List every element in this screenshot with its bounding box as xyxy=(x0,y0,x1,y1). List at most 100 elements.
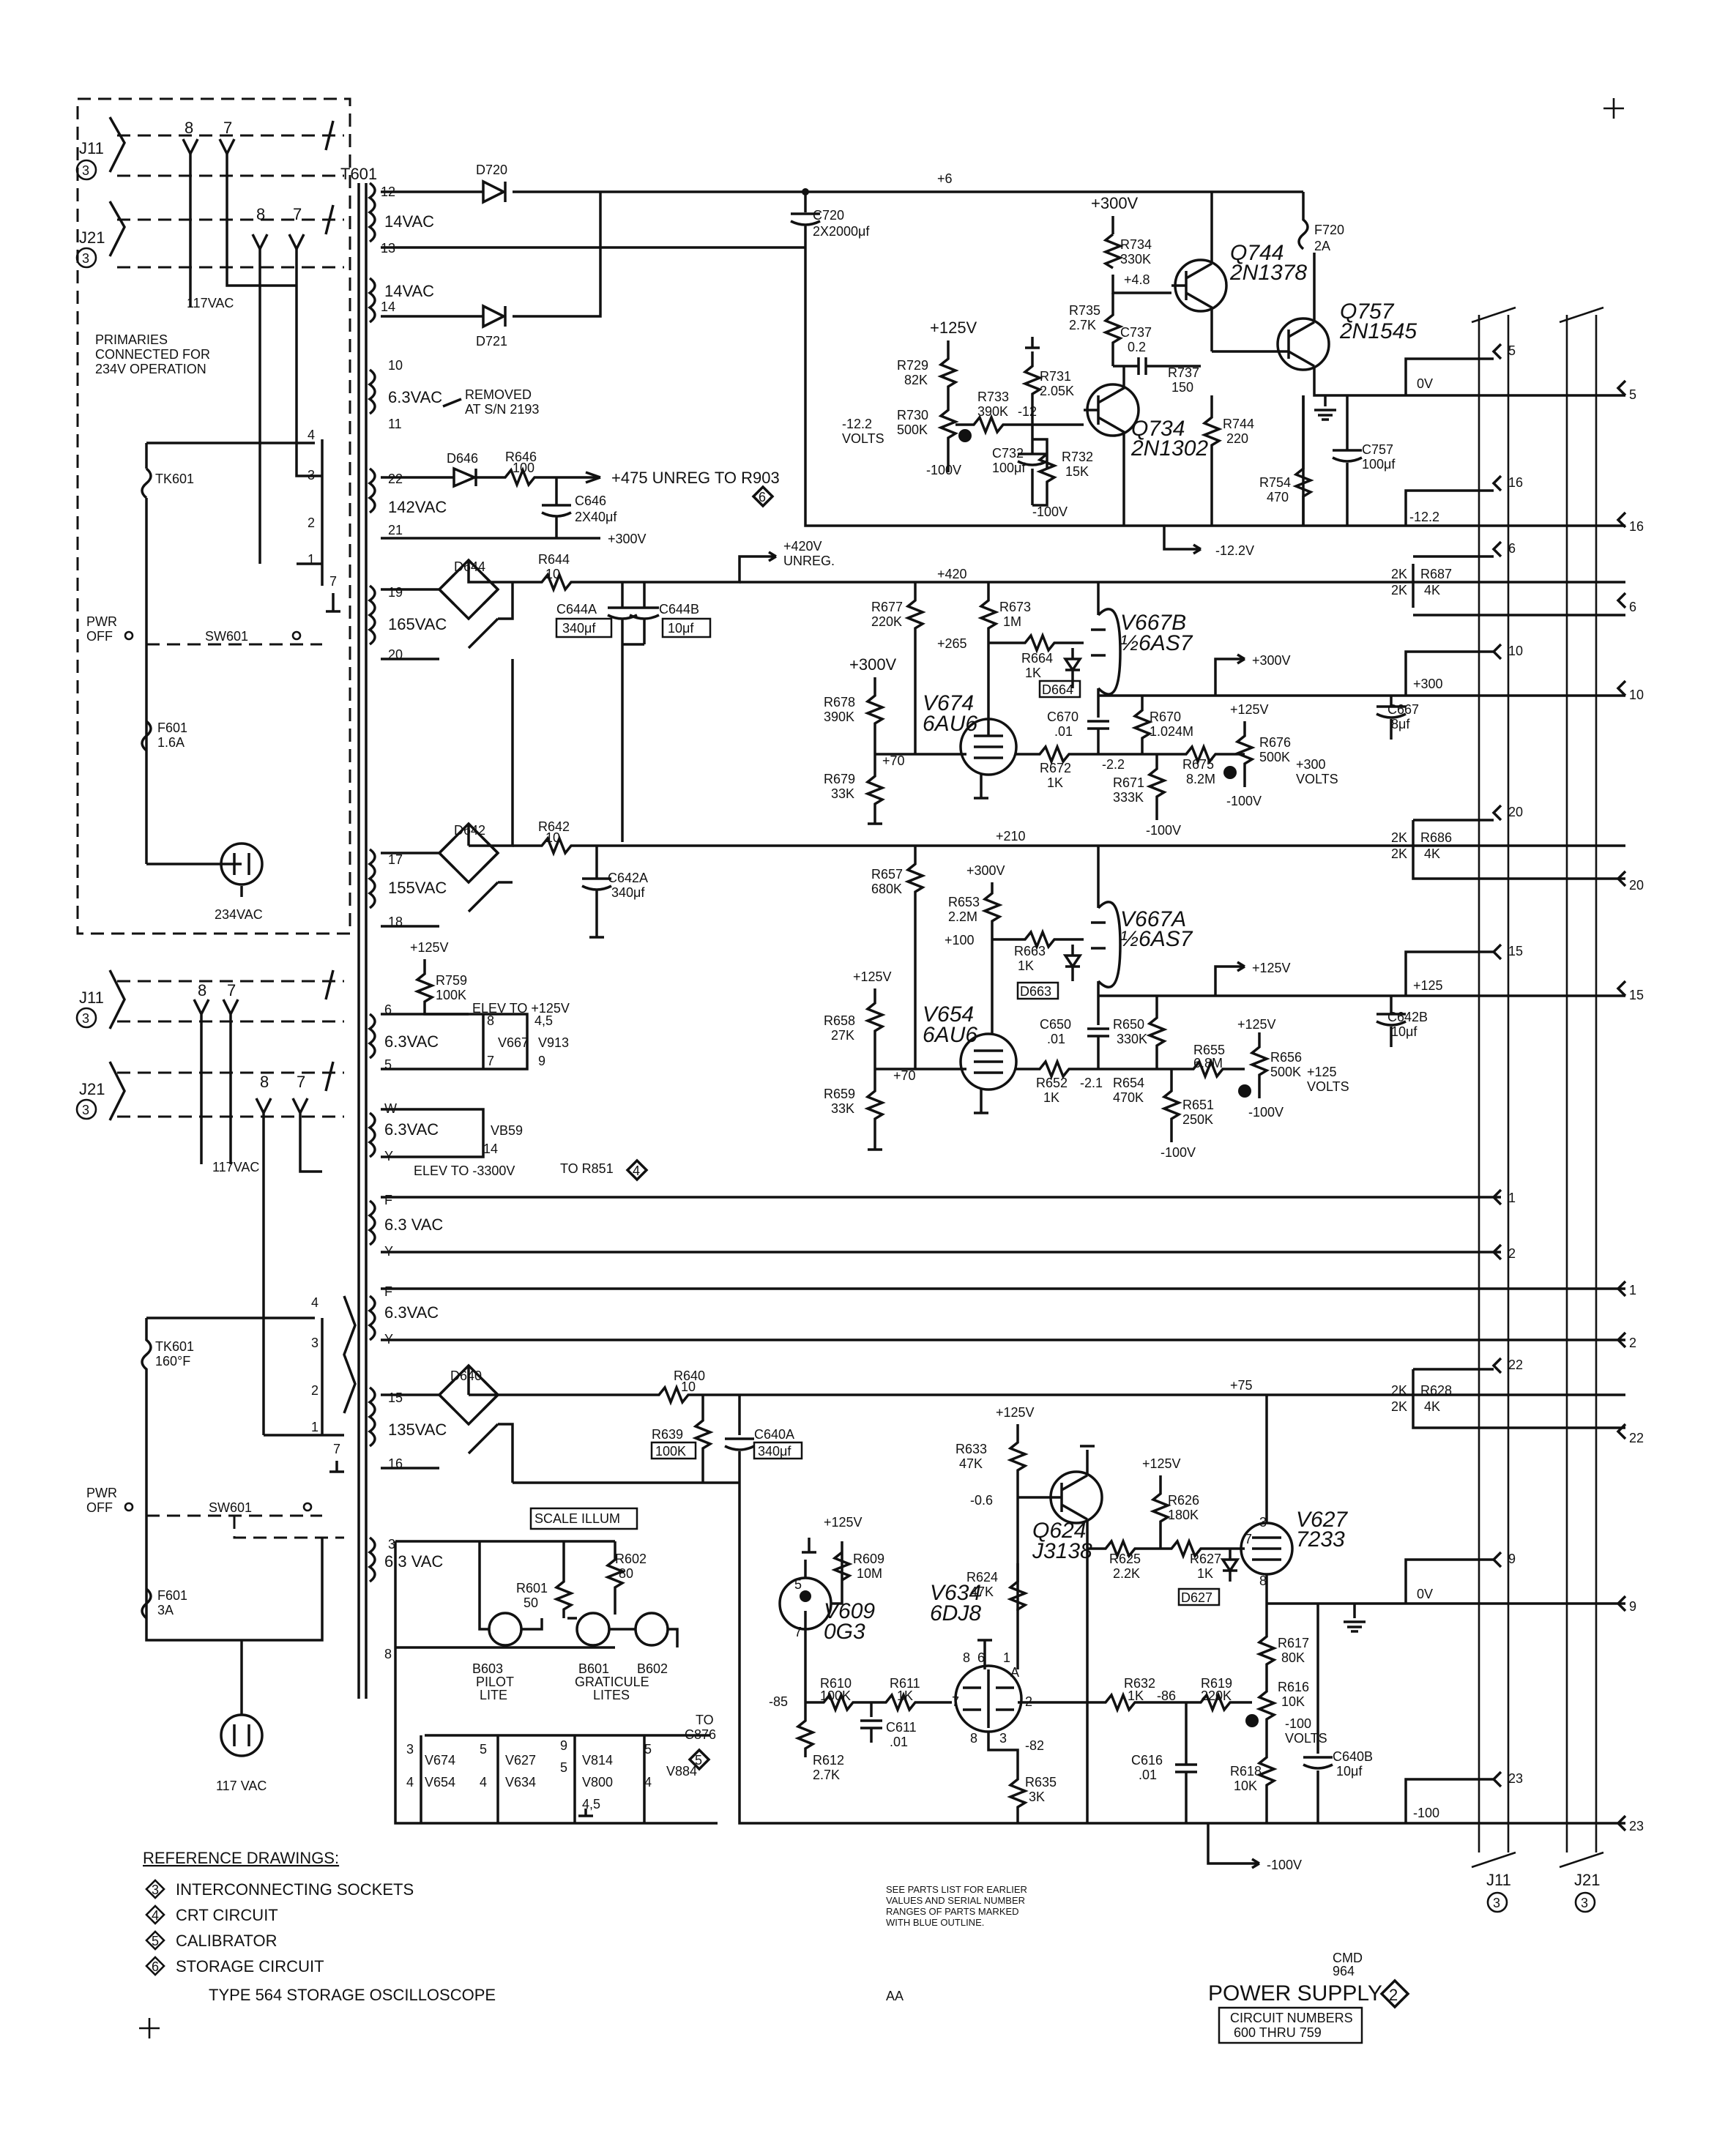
svg-text:0V: 0V xyxy=(1417,1587,1433,1601)
svg-text:150: 150 xyxy=(1171,380,1193,395)
plus420-supply: 19 165VAC 20 D644 R644 10 +420V UNREG. C… xyxy=(367,539,1625,847)
svg-text:5: 5 xyxy=(560,1760,567,1775)
svg-text:AA: AA xyxy=(886,1989,904,2003)
svg-text:TO R851: TO R851 xyxy=(560,1161,614,1176)
svg-text:142VAC: 142VAC xyxy=(388,498,447,516)
svg-text:-12.2: -12.2 xyxy=(1409,510,1439,524)
svg-text:.01: .01 xyxy=(890,1735,908,1749)
svg-text:-86: -86 xyxy=(1157,1688,1176,1703)
svg-text:33K: 33K xyxy=(831,786,854,801)
svg-text:5: 5 xyxy=(152,1934,159,1948)
svg-text:1K: 1K xyxy=(1197,1566,1213,1581)
svg-text:3: 3 xyxy=(82,251,89,266)
svg-text:R611: R611 xyxy=(890,1676,920,1691)
svg-text:B601: B601 xyxy=(578,1661,609,1676)
sheet-title: POWER SUPPLY xyxy=(1208,1981,1382,2006)
svg-text:AT S/N 2193: AT S/N 2193 xyxy=(465,402,539,417)
svg-text:-100V: -100V xyxy=(1032,504,1068,519)
svg-text:2N1545: 2N1545 xyxy=(1339,319,1417,343)
svg-text:4,5: 4,5 xyxy=(582,1797,600,1811)
svg-text:6: 6 xyxy=(1629,600,1636,614)
svg-text:+100: +100 xyxy=(945,933,975,947)
svg-text:5: 5 xyxy=(480,1742,487,1757)
parts-note: SEE PARTS LIST FOR EARLIER VALUES AND SE… xyxy=(886,1884,1027,1928)
q624-label: Q624 xyxy=(1032,1519,1086,1543)
svg-text:VOLTS: VOLTS xyxy=(1285,1731,1327,1746)
svg-text:LITES: LITES xyxy=(593,1688,630,1702)
svg-text:14: 14 xyxy=(483,1142,498,1156)
svg-text:R673: R673 xyxy=(999,600,1031,614)
svg-text:6.8M: 6.8M xyxy=(1193,1056,1223,1070)
svg-text:VB59: VB59 xyxy=(491,1123,523,1138)
svg-text:C737: C737 xyxy=(1120,325,1152,340)
svg-text:+75: +75 xyxy=(1230,1378,1253,1393)
svg-text:2.2M: 2.2M xyxy=(948,909,977,924)
svg-text:-100: -100 xyxy=(1285,1716,1311,1731)
svg-text:6: 6 xyxy=(384,1002,392,1017)
svg-text:R640: R640 xyxy=(674,1369,705,1383)
svg-text:6.3VAC: 6.3VAC xyxy=(384,1120,439,1139)
svg-text:R656: R656 xyxy=(1270,1050,1302,1065)
svg-text:TO: TO xyxy=(696,1713,714,1727)
svg-text:.01: .01 xyxy=(1047,1032,1065,1046)
svg-text:B603: B603 xyxy=(472,1661,503,1676)
svg-text:340μf: 340μf xyxy=(562,621,596,636)
svg-text:220K: 220K xyxy=(871,614,902,629)
svg-text:2.7K: 2.7K xyxy=(1069,318,1096,332)
svg-text:2: 2 xyxy=(1389,1986,1398,2004)
svg-text:V667: V667 xyxy=(498,1035,529,1050)
v667a-label: V667A xyxy=(1120,907,1186,931)
svg-text:165VAC: 165VAC xyxy=(388,615,447,633)
j21-label: J21 xyxy=(79,228,105,247)
d720-label: D720 xyxy=(476,163,507,177)
svg-text:3: 3 xyxy=(1581,1896,1588,1910)
svg-text:-12.2: -12.2 xyxy=(842,417,872,431)
svg-text:10μf: 10μf xyxy=(1391,1024,1418,1039)
svg-text:D640: D640 xyxy=(450,1369,482,1383)
svg-text:10: 10 xyxy=(545,830,560,845)
lamp-and-heater-section: 3 6.3 VAC 8 SCALE ILLUM R602 80 R601 50 … xyxy=(367,1507,718,1825)
svg-text:7: 7 xyxy=(329,574,337,589)
svg-text:3: 3 xyxy=(999,1731,1007,1746)
svg-text:6DJ8: 6DJ8 xyxy=(930,1601,981,1626)
svg-text:PWR: PWR xyxy=(86,1486,117,1500)
svg-text:4: 4 xyxy=(308,428,315,442)
svg-text:5: 5 xyxy=(794,1577,802,1592)
svg-text:GRATICULE: GRATICULE xyxy=(575,1675,649,1689)
svg-text:50: 50 xyxy=(524,1595,538,1610)
svg-text:-2.2: -2.2 xyxy=(1102,757,1125,772)
svg-text:+125V: +125V xyxy=(1237,1017,1276,1032)
svg-text:10M: 10M xyxy=(857,1566,882,1581)
svg-text:10: 10 xyxy=(1629,688,1644,702)
svg-text:3: 3 xyxy=(388,1537,395,1552)
svg-text:R642: R642 xyxy=(538,819,570,834)
svg-text:4: 4 xyxy=(480,1775,487,1790)
svg-text:+125V: +125V xyxy=(1230,702,1269,717)
svg-text:C640B: C640B xyxy=(1333,1749,1373,1764)
svg-text:R655: R655 xyxy=(1193,1043,1225,1057)
power-plug-upper xyxy=(220,842,264,886)
svg-text:CALIBRATOR: CALIBRATOR xyxy=(176,1932,277,1950)
reference-heading: REFERENCE DRAWINGS: xyxy=(143,1849,339,1867)
svg-text:R744: R744 xyxy=(1223,417,1254,431)
svg-text:1K: 1K xyxy=(1128,1688,1144,1703)
svg-text:-12.2V: -12.2V xyxy=(1215,543,1254,558)
svg-text:R735: R735 xyxy=(1069,303,1100,318)
svg-text:2.7K: 2.7K xyxy=(813,1768,840,1782)
scale-illum-label: SCALE ILLUM xyxy=(534,1511,620,1526)
svg-text:7: 7 xyxy=(297,1073,305,1091)
svg-text:1: 1 xyxy=(1629,1283,1636,1297)
svg-text:C644B: C644B xyxy=(659,602,699,617)
svg-text:2: 2 xyxy=(308,515,315,530)
svg-text:15: 15 xyxy=(388,1390,403,1405)
svg-text:VOLTS: VOLTS xyxy=(1307,1079,1349,1094)
tk601-upper: TK601 xyxy=(155,472,194,486)
svg-text:23: 23 xyxy=(1508,1771,1523,1786)
svg-text:+300V: +300V xyxy=(1091,194,1139,212)
svg-text:V814: V814 xyxy=(582,1753,613,1768)
svg-text:ELEV TO -3300V: ELEV TO -3300V xyxy=(414,1163,515,1178)
svg-text:8.2M: 8.2M xyxy=(1186,772,1215,786)
svg-text:R651: R651 xyxy=(1182,1098,1214,1112)
graticule-lamp-b601 xyxy=(575,1612,611,1647)
svg-text:+265: +265 xyxy=(937,636,967,651)
